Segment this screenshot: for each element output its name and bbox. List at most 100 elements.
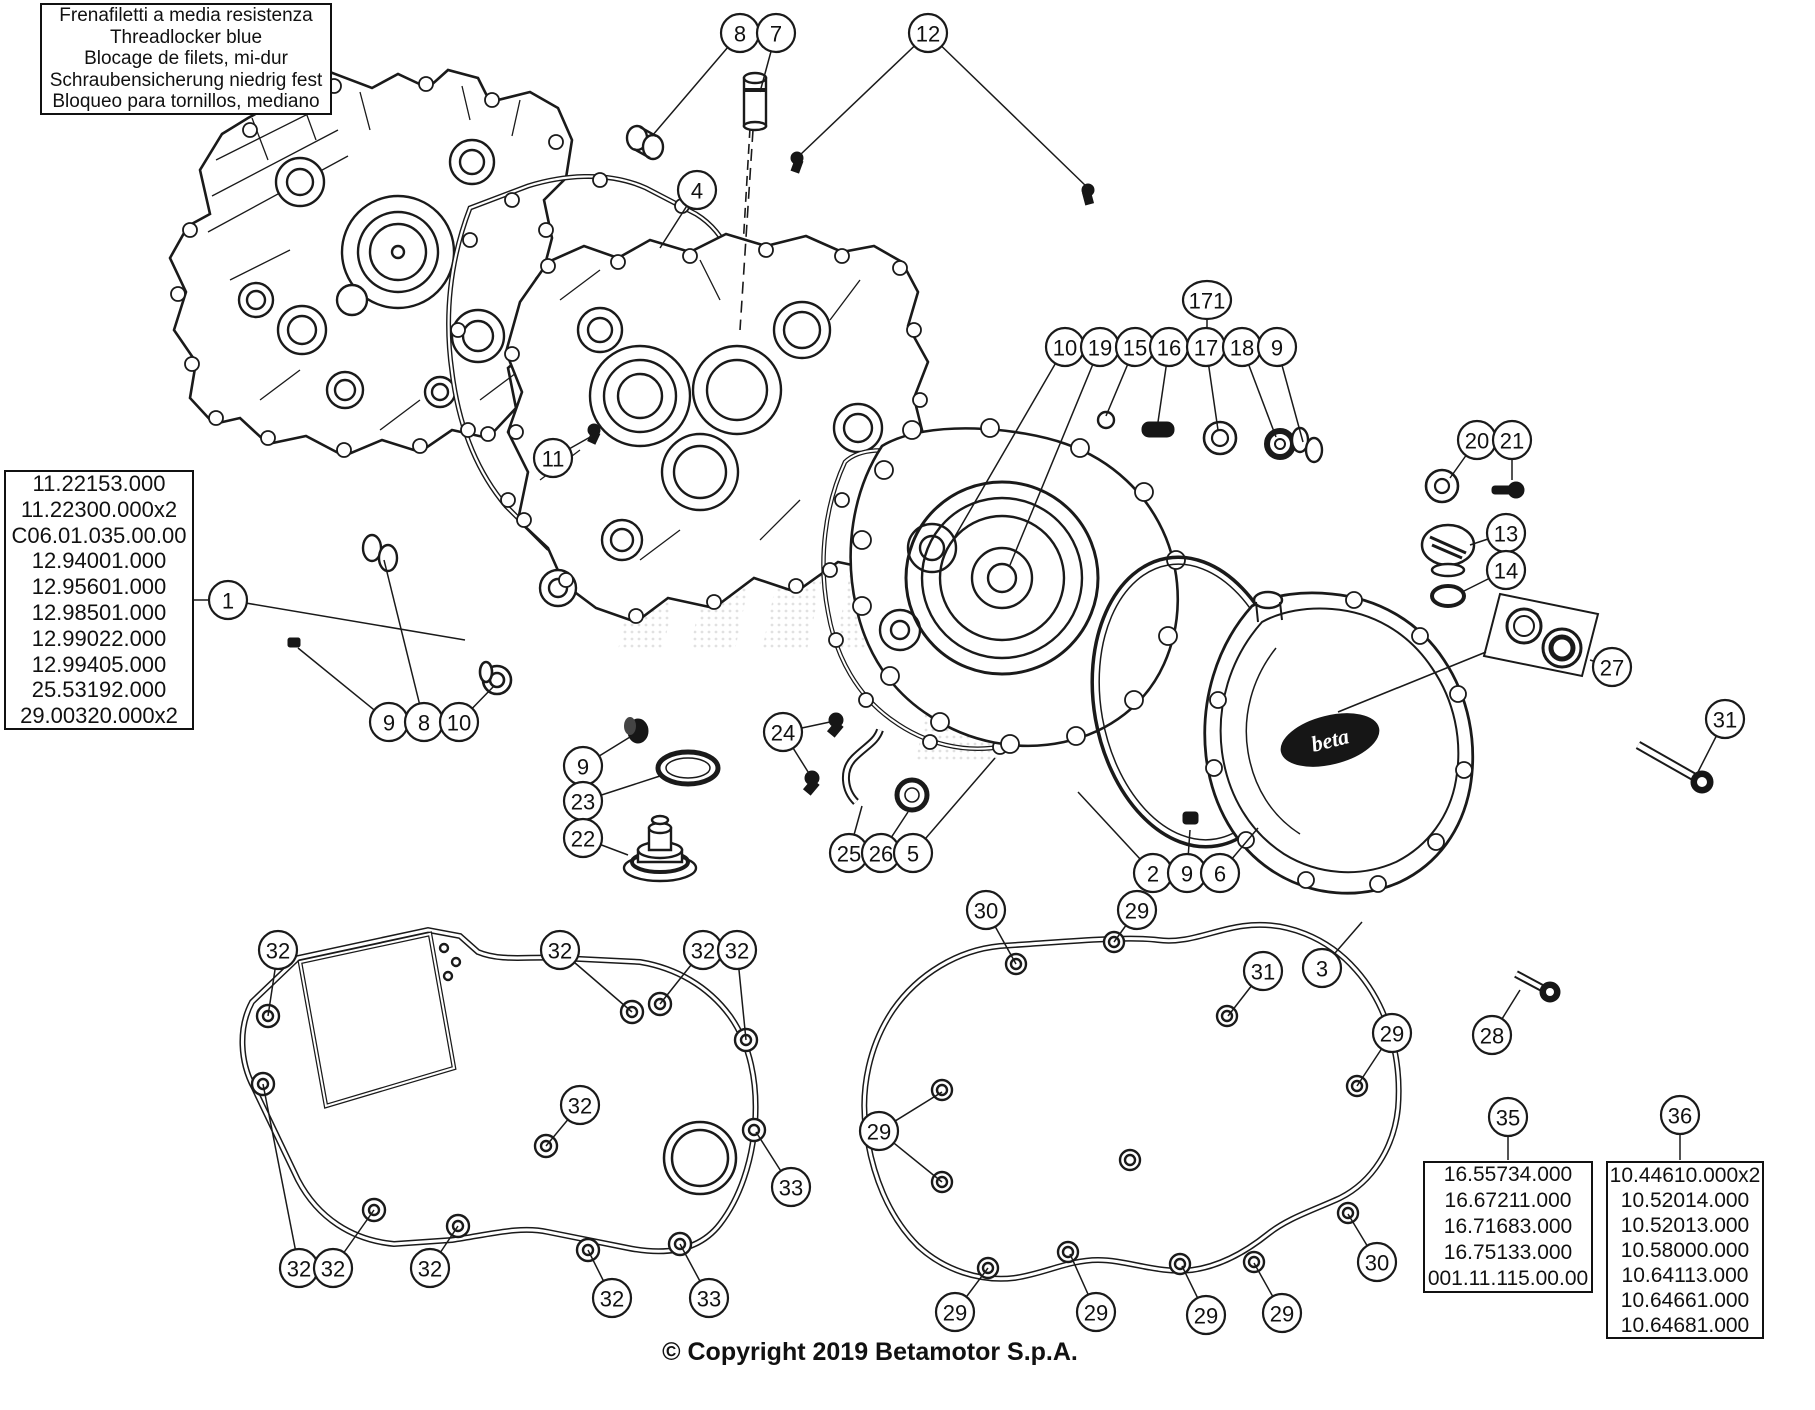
callout-circle <box>1371 1012 1413 1054</box>
callout-number: 10 <box>447 711 471 736</box>
callout-number: 15 <box>1123 336 1147 361</box>
callout-32: 32 <box>312 1247 354 1289</box>
callout-number: 12 <box>916 22 940 47</box>
callout-number: 16 <box>1157 336 1181 361</box>
callout-14: 14 <box>1485 549 1527 591</box>
callout-9: 9 <box>368 701 410 743</box>
text-line: 10.64661.000 <box>1620 1288 1750 1312</box>
text-line: Blocage de filets, mi-dur <box>84 48 288 70</box>
callout-number: 1 <box>222 589 234 614</box>
text-line: 16.71683.000 <box>1443 1215 1573 1238</box>
callout-number: 30 <box>1365 1251 1389 1276</box>
text-line: 16.75133.000 <box>1443 1241 1573 1264</box>
callout-19: 19 <box>1079 326 1121 368</box>
callout-32: 32 <box>409 1247 451 1289</box>
callout-circle <box>1704 698 1746 740</box>
text-line: 11.22300.000x2 <box>20 496 178 522</box>
text-line: 001.11.115.00.00 <box>1427 1267 1589 1290</box>
text-line: 10.44610.000x2 <box>1609 1163 1761 1187</box>
leader-line <box>927 32 1089 189</box>
callout-5: 5 <box>892 832 934 874</box>
text-line: 10.52013.000 <box>1620 1213 1750 1237</box>
outer-clutch-cover-art: beta <box>1203 590 1475 895</box>
callout-number: 29 <box>1084 1301 1108 1326</box>
callout-number: 18 <box>1230 336 1254 361</box>
leader-line <box>383 559 425 723</box>
callout-number: 30 <box>974 899 998 924</box>
callout-circle <box>1261 1292 1303 1334</box>
callout-circle <box>1181 279 1233 321</box>
text-line: 12.99405.000 <box>31 651 167 677</box>
callout-32: 32 <box>591 1277 633 1319</box>
callout-24: 24 <box>762 711 804 753</box>
callout-number: 29 <box>943 1301 967 1326</box>
leader-line <box>227 599 466 641</box>
callout-circle <box>1185 1294 1227 1336</box>
text-line: C06.01.035.00.00 <box>11 522 187 548</box>
callout-32: 32 <box>278 1247 320 1289</box>
text-line: 10.58000.000 <box>1620 1238 1750 1262</box>
bottom-left-gasket-art <box>239 926 767 1263</box>
callout-number: 3 <box>1316 957 1328 982</box>
callout-number: 21 <box>1500 429 1524 454</box>
callout-29: 29 <box>1371 1012 1413 1054</box>
callout-30: 30 <box>1356 1241 1398 1283</box>
callout-3: 3 <box>1301 947 1343 989</box>
callout-number: 29 <box>1380 1022 1404 1047</box>
callout-number: 19 <box>1088 336 1112 361</box>
callout-18: 18 <box>1221 326 1263 368</box>
callout-number: 29 <box>867 1120 891 1145</box>
callout-29: 29 <box>1116 889 1158 931</box>
callout-number: 6 <box>1214 862 1226 887</box>
long-bolt-art <box>1635 741 1714 794</box>
text-line: 16.67211.000 <box>1444 1189 1572 1212</box>
callout-32: 32 <box>716 929 758 971</box>
callout-circle <box>257 929 299 971</box>
callout-26: 26 <box>860 832 902 874</box>
callout-29: 29 <box>1075 1291 1117 1333</box>
leader-line <box>912 757 996 854</box>
callout-circle <box>1659 1094 1701 1136</box>
callout-number: 10 <box>1053 336 1077 361</box>
leader-line <box>651 32 741 137</box>
callout-circle <box>965 889 1007 931</box>
callout-9: 9 <box>1256 326 1298 368</box>
leader-line <box>262 1083 300 1269</box>
text-line: 11.22153.000 <box>32 471 166 497</box>
text-line: 10.64113.000 <box>1621 1263 1749 1287</box>
callout-circle <box>591 1277 633 1319</box>
callout-number: 14 <box>1494 559 1518 584</box>
callout-21: 21 <box>1491 419 1533 461</box>
text-line: Bloqueo para tornillos, mediano <box>52 91 320 113</box>
text-line: Frenafiletti a media resistenza <box>59 5 313 27</box>
callout-number: 32 <box>600 1287 624 1312</box>
callout-circle <box>907 12 949 54</box>
callout-number: 2 <box>1147 862 1159 887</box>
callout-number: 27 <box>1600 656 1624 681</box>
callout-number: 9 <box>383 711 395 736</box>
callout-number: 20 <box>1465 429 1489 454</box>
callout-circle <box>1301 947 1343 989</box>
callout-circle <box>559 1084 601 1126</box>
text-line: Schraubensicherung niedrig fest <box>49 69 323 91</box>
callout-8: 8 <box>719 12 761 54</box>
callout-9: 9 <box>1166 852 1208 894</box>
callout-circle <box>539 929 581 971</box>
callout-32: 32 <box>559 1084 601 1126</box>
callout-13: 13 <box>1485 512 1527 554</box>
text-line: 29.00320.000x2 <box>20 703 178 729</box>
seal-kit-box-art <box>1337 592 1600 713</box>
left-crankcase-art <box>168 68 574 458</box>
callout-circle <box>532 437 574 479</box>
callout-number: 36 <box>1668 1104 1692 1129</box>
inner-clutch-cover-art <box>849 418 1186 754</box>
callout-number: 23 <box>571 790 595 815</box>
callout-29: 29 <box>1185 1294 1227 1336</box>
callout-number: 32 <box>266 939 290 964</box>
callout-15: 15 <box>1114 326 1156 368</box>
callout-20: 20 <box>1456 419 1498 461</box>
callout-9: 9 <box>562 745 604 787</box>
